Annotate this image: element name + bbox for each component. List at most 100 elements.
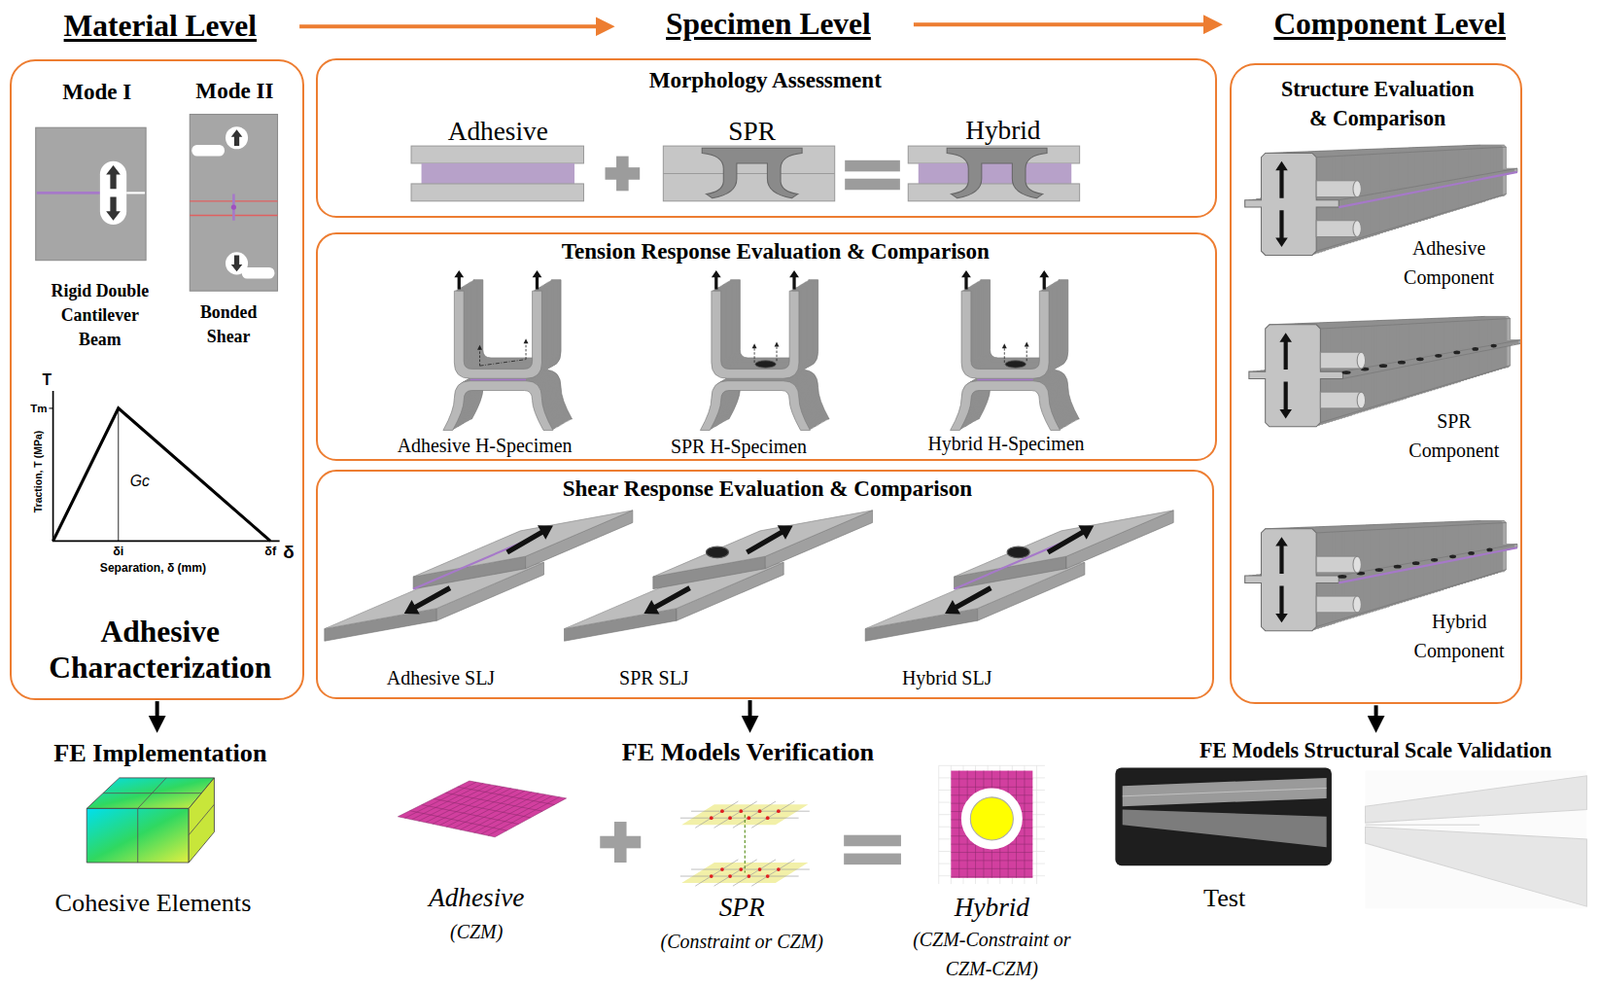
- pin-end: [1356, 391, 1365, 409]
- mesh-line: [397, 780, 469, 817]
- level-heading: Material Level: [64, 8, 257, 44]
- constraint-node: [776, 808, 781, 813]
- rivet-head: [1007, 546, 1030, 558]
- sheet-interface: [662, 173, 835, 174]
- step-title: FE Models Verification: [622, 737, 874, 767]
- rivet-head: [1379, 363, 1388, 368]
- mode-one-specimen: [35, 127, 146, 260]
- mesh-line: [714, 800, 758, 828]
- rivet-head: [1467, 551, 1475, 556]
- pin-end: [1353, 180, 1361, 198]
- mesh-line: [714, 859, 758, 886]
- mesh-line: [432, 786, 504, 824]
- spr-single-lap-joint: [564, 510, 873, 641]
- specimen-name: Adhesive SLJ: [386, 666, 495, 690]
- rivet-head: [1434, 353, 1442, 358]
- photo-frame: [1114, 766, 1332, 866]
- load-arrow: [231, 254, 244, 272]
- rivet-head: [1412, 560, 1421, 565]
- beam-edge: [1320, 365, 1510, 423]
- load-arrow: [453, 270, 464, 290]
- small-arrow-head: [752, 343, 758, 348]
- adhesive-edge: [976, 379, 1033, 382]
- crack-plane: [1365, 824, 1481, 826]
- peak-tick: [48, 407, 53, 409]
- specimen-name: Hybrid SLJ: [902, 666, 993, 690]
- equals-bar: [843, 834, 902, 847]
- mode-two-specimen: [189, 114, 278, 292]
- beam-edge: [1342, 340, 1522, 373]
- background-grid: [938, 765, 940, 884]
- loading-hole: [225, 251, 248, 275]
- equals-bar: [844, 178, 901, 191]
- constraint-node: [765, 873, 770, 878]
- notch: [242, 267, 276, 279]
- load-arrow: [1275, 536, 1288, 574]
- load-arrow: [643, 585, 692, 614]
- axis-symbol: δ: [282, 542, 294, 563]
- beam-edge: [1316, 521, 1506, 532]
- pin-cylinder: [1316, 220, 1357, 238]
- adhesive-edge: [954, 542, 1062, 589]
- morphology-pictures: [411, 145, 1080, 202]
- adhesive-edge: [1338, 547, 1518, 583]
- component-name: Adhesive Component: [1392, 234, 1505, 293]
- beam-edge: [1320, 318, 1510, 329]
- flow-arrow: [1374, 704, 1379, 725]
- beam-edge: [1265, 144, 1481, 153]
- model-name: Adhesive: [428, 882, 524, 913]
- spr-h-specimen: [699, 270, 830, 431]
- axis-value: δi: [112, 545, 124, 559]
- beam-edge: [1338, 544, 1518, 577]
- plate-top: [653, 510, 873, 577]
- model-name: SPR: [719, 893, 766, 924]
- mesh-line: [412, 783, 484, 820]
- panel-title: Shear Response Evaluation & Comparison: [562, 474, 973, 501]
- constraint-node: [720, 808, 725, 813]
- level-title: Specimen Level: [665, 6, 871, 42]
- constraint-link: [744, 814, 746, 873]
- adhesive-dot: [231, 204, 237, 209]
- rivet-head: [1393, 564, 1402, 569]
- component-panel: Structure Evaluation & ComparisonAdhesiv…: [1229, 63, 1523, 704]
- mesh-line: [446, 789, 518, 827]
- pin-end: [1353, 556, 1361, 573]
- mesh-line: [695, 800, 738, 828]
- cube-grid: [103, 777, 214, 863]
- rivet-head: [1005, 360, 1026, 368]
- beam-edge: [1265, 520, 1481, 528]
- constraint-node: [720, 867, 725, 871]
- sheet: [662, 145, 835, 202]
- sheet: [411, 145, 584, 164]
- plate-top: [954, 510, 1175, 577]
- beam-edge: [1338, 172, 1518, 208]
- level-heading: Component Level: [1273, 6, 1506, 42]
- plate-top: [413, 510, 633, 577]
- axis-lines: [53, 390, 280, 541]
- rivet-head: [755, 360, 776, 368]
- fe-step: FE ImplementationCohesive Elements: [9, 734, 312, 929]
- loading-hole: [225, 126, 248, 149]
- mesh-line: [950, 868, 1033, 870]
- mesh-line: [474, 794, 546, 833]
- peak-drop-line: [117, 410, 119, 541]
- channel-face: [961, 290, 1049, 379]
- adhesive-layer: [918, 163, 1072, 184]
- model-name: Hybrid: [954, 893, 1030, 924]
- mesh-line: [691, 869, 810, 870]
- mesh-line: [680, 875, 800, 877]
- model-method: (CZM-Constraint or CZM-CZM): [897, 924, 1086, 985]
- load-arrow: [1275, 586, 1288, 624]
- channel-face: [443, 381, 554, 431]
- mesh-line: [751, 859, 795, 886]
- beam-photo: [1122, 777, 1327, 806]
- fe-step: FE Models Structural Scale ValidationTes…: [1112, 734, 1592, 980]
- background-grid: [1036, 765, 1038, 884]
- cohesive-element-cube: [86, 777, 214, 863]
- rivet-head: [1486, 548, 1493, 553]
- beam-edge: [1338, 168, 1518, 201]
- hybrid-single-lap-joint: [865, 510, 1174, 641]
- flow-arrow: [155, 700, 160, 725]
- specimen-name: SPR SLJ: [619, 666, 690, 690]
